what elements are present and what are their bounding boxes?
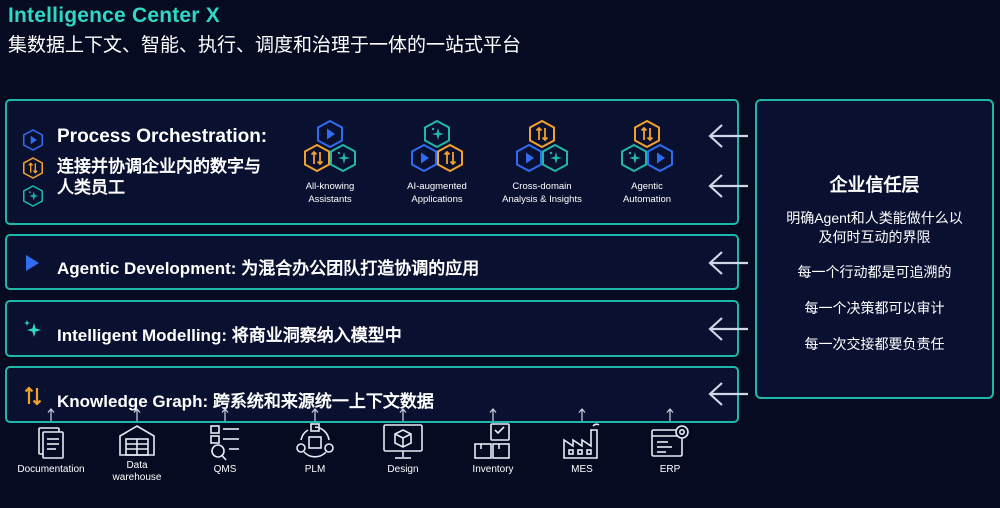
- source-label: Inventory: [472, 464, 514, 475]
- up-arrow-icon: [220, 408, 230, 422]
- trust-line-5: 每一次交接都要负责任: [804, 336, 945, 352]
- process-subtitle-line2: 人类员工: [57, 178, 125, 197]
- up-arrow-icon: [577, 408, 587, 422]
- hex-cluster-icon: [411, 120, 463, 172]
- trust-line-1: 明确Agent和人类能做什么以: [786, 210, 963, 226]
- up-arrow-icon: [488, 408, 498, 422]
- up-arrow-icon: [132, 408, 142, 422]
- up-arrow-icon: [310, 408, 320, 422]
- up-arrow-icon: [665, 408, 675, 422]
- agentic-label: Agentic Development: 为混合办公团队打造协调的应用: [57, 259, 480, 278]
- sparkle-hex-icon: [23, 185, 43, 207]
- modelling-label: Intelligent Modelling: 将商业洞察纳入模型中: [57, 326, 402, 345]
- sort-hex-icon: [23, 157, 43, 179]
- knowledge-label: Knowledge Graph: 跨系统和来源统一上下文数据: [57, 392, 434, 411]
- arrow-left-icon: [706, 249, 750, 277]
- trust-line-2: 及何时互动的界限: [818, 229, 931, 245]
- source-label: Documentation: [17, 464, 85, 475]
- sort-arrows-icon: [24, 386, 42, 406]
- up-arrow-icon: [398, 408, 408, 422]
- source-label: QMS: [213, 464, 237, 475]
- hex-cluster-icon: [304, 120, 356, 172]
- trust-line-4: 每一个决策都可以审计: [804, 300, 945, 316]
- knowledge-graph-layer: Knowledge Graph: 跨系统和来源统一上下文数据: [5, 366, 739, 423]
- source-label: Design: [387, 464, 419, 475]
- trust-line-3: 每一个行动都是可追溯的: [797, 264, 952, 280]
- sparkle-icon: [24, 320, 41, 337]
- monitor-cube-icon: [383, 424, 423, 459]
- cycle-icon: [296, 423, 334, 458]
- boxes-icon: [474, 423, 510, 459]
- arrow-left-icon: [706, 172, 750, 200]
- page-subtitle: 集数据上下文、智能、执行、调度和治理于一体的一站式平台: [8, 35, 522, 56]
- hex-cluster-icon: [516, 120, 568, 172]
- process-title: Process Orchestration:: [57, 126, 268, 147]
- documents-icon: [38, 427, 64, 459]
- source-erp: ERP: [622, 408, 718, 476]
- arrow-left-icon: [706, 380, 750, 408]
- checklist-search-icon: [210, 425, 239, 461]
- arrow-left-icon: [706, 315, 750, 343]
- page-title: Intelligence Center X: [8, 4, 220, 27]
- source-documentation: Documentation: [3, 408, 99, 476]
- intelligent-modelling-layer: Intelligent Modelling: 将商业洞察纳入模型中: [5, 300, 739, 357]
- source-label: MES: [571, 464, 593, 475]
- source-qms: QMS: [177, 408, 273, 476]
- source-plm: PLM: [267, 408, 363, 476]
- source-inventory: Inventory: [445, 408, 541, 476]
- source-label: ERP: [659, 464, 681, 475]
- play-hex-icon: [23, 129, 43, 151]
- play-icon: [26, 255, 39, 271]
- agentic-development-layer: Agentic Development: 为混合办公团队打造协调的应用: [5, 234, 739, 290]
- factory-icon: [563, 423, 600, 459]
- up-arrow-icon: [46, 408, 56, 422]
- hex-cluster-icon: [621, 120, 673, 172]
- process-orchestration-layer: Process Orchestration: 连接并协调企业内的数字与 人类员工: [5, 99, 739, 225]
- source-label: PLM: [304, 464, 326, 475]
- process-icons: [23, 129, 43, 212]
- trust-title: 企业信任层: [829, 175, 920, 195]
- enterprise-trust-layer: 企业信任层 明确Agent和人类能做什么以 及何时互动的界限 每一个行动都是可追…: [755, 99, 994, 399]
- source-design: Design: [355, 408, 451, 476]
- arrow-left-icon: [706, 122, 750, 150]
- warehouse-icon: [119, 425, 155, 456]
- process-subtitle-line1: 连接并协调企业内的数字与: [57, 157, 261, 176]
- dashboard-gear-icon: [651, 425, 689, 457]
- source-mes: MES: [534, 408, 630, 476]
